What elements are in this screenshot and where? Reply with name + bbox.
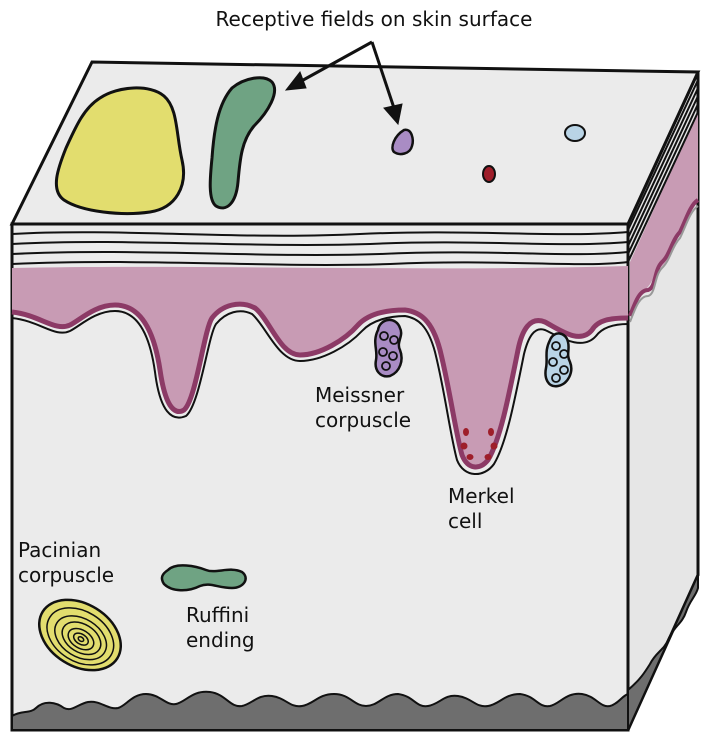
meissner-label-line2: corpuscle xyxy=(315,408,411,432)
meissner-corpuscle xyxy=(375,320,401,376)
merkel-receptive-field xyxy=(483,166,495,182)
meissner-label-line1: Meissner xyxy=(315,383,405,407)
ruffini-label-line1: Ruffini xyxy=(186,603,249,627)
pacinian-label-line1: Pacinian xyxy=(18,538,101,562)
merkel-label-line2: cell xyxy=(448,509,482,533)
blue-receptive-field xyxy=(565,125,585,141)
pacinian-label-line2: corpuscle xyxy=(18,563,114,587)
receptive-fields-title: Receptive fields on skin surface xyxy=(216,7,533,31)
blue-corpuscle xyxy=(546,333,572,386)
ruffini-label-line2: ending xyxy=(186,628,255,652)
merkel-label-line1: Merkel xyxy=(448,484,515,508)
